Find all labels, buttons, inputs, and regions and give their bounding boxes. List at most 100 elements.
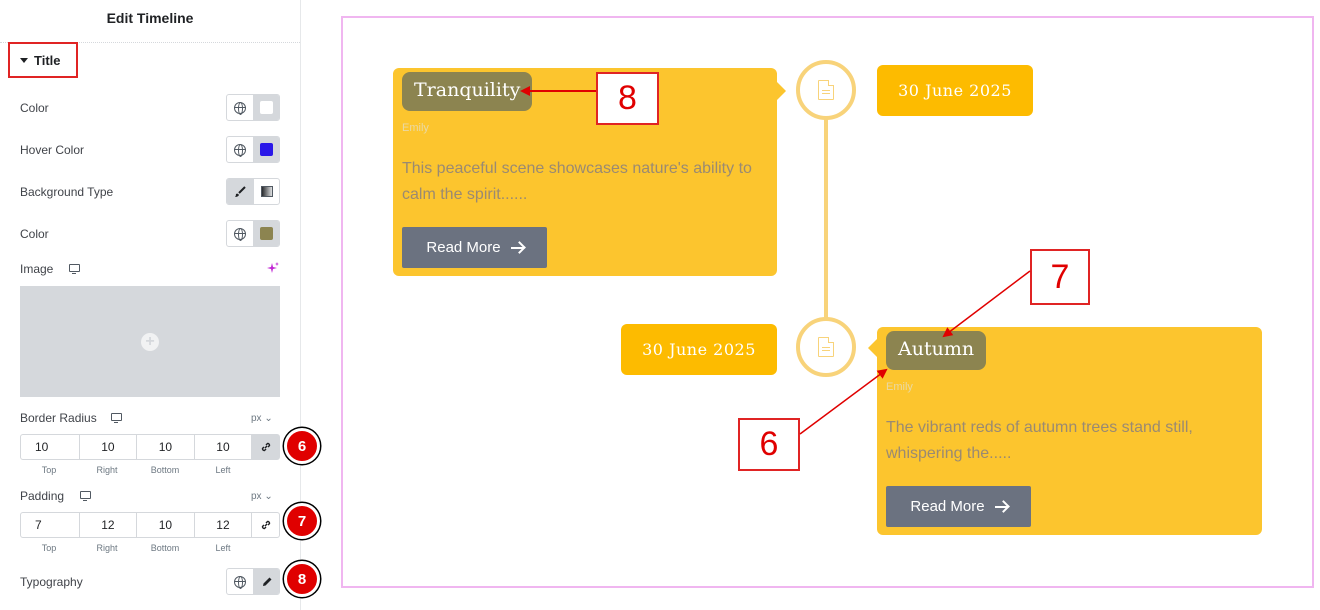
dim-label-right: Right (96, 543, 118, 553)
typography-label: Typography (20, 575, 83, 589)
dim-label-top: Top (41, 465, 57, 475)
callout-8: 8 (596, 72, 659, 125)
border-radius-bottom-input[interactable]: 10 (136, 435, 194, 459)
dim-label-bottom: Bottom (150, 465, 180, 475)
background-type-control (226, 178, 280, 205)
read-more-label: Read More (910, 498, 985, 515)
padding-bottom-input[interactable]: 10 (136, 513, 194, 537)
title-color-control (226, 94, 280, 121)
read-more-button[interactable]: Read More (886, 486, 1031, 527)
background-type-label: Background Type (20, 185, 114, 199)
padding-top-input[interactable]: 7 (35, 518, 42, 532)
arrow-right-icon (510, 246, 523, 249)
hover-color-label: Hover Color (20, 143, 85, 157)
step-badge-8: 8 (284, 561, 320, 597)
card-title[interactable]: Tranquility (402, 72, 533, 111)
border-radius-dimension-labels: Top Right Bottom Left (20, 465, 252, 475)
panel-divider (0, 42, 300, 43)
brush-icon (235, 185, 246, 197)
step-badge-6: 6 (284, 428, 320, 464)
padding-dimension-labels: Top Right Bottom Left (20, 543, 252, 553)
card-author: Emily (886, 381, 913, 393)
timeline-node-2 (796, 317, 856, 377)
background-color-control (226, 220, 280, 247)
global-typography-button[interactable] (227, 569, 253, 594)
card-text: This peaceful scene showcases nature's a… (402, 160, 752, 203)
unit-value: px (251, 491, 262, 502)
border-radius-top-input[interactable]: 10 (35, 440, 49, 454)
dim-label-right: Right (96, 465, 118, 475)
panel-title: Edit Timeline (106, 10, 194, 26)
hover-color-swatch (260, 143, 273, 156)
card-author: Emily (402, 122, 429, 134)
border-radius-unit-select[interactable]: px ⌄ (251, 413, 273, 424)
dim-label-top: Top (41, 543, 57, 553)
document-icon (818, 80, 834, 100)
image-upload-area[interactable]: + (20, 286, 280, 397)
hover-color-control (226, 136, 280, 163)
edit-typography-button[interactable] (253, 569, 279, 594)
global-color-button[interactable] (227, 95, 253, 120)
border-radius-left-input[interactable]: 10 (193, 435, 252, 459)
padding-inputs: 7 12 10 12 (20, 512, 280, 538)
dim-label-left: Left (215, 543, 231, 553)
dim-label-bottom: Bottom (150, 543, 180, 553)
add-icon: + (141, 332, 159, 351)
color-label: Color (20, 101, 49, 115)
typography-control (226, 568, 280, 595)
callout-6: 6 (738, 418, 800, 471)
border-radius-label: Border Radius (20, 411, 97, 425)
monitor-icon[interactable] (80, 491, 91, 501)
timeline-date-2: 30 June 2025 (621, 324, 777, 375)
dim-label-left: Left (215, 465, 231, 475)
padding-unit-select[interactable]: px ⌄ (251, 491, 273, 502)
border-radius-inputs: 10 10 10 10 (20, 434, 280, 460)
timeline-line (824, 118, 828, 321)
hover-color-picker[interactable] (253, 137, 279, 162)
step-badge-7: 7 (284, 503, 320, 539)
bg-color-label: Color (20, 227, 49, 241)
color-swatch (260, 101, 273, 114)
border-radius-right-input[interactable]: 10 (78, 435, 137, 459)
ai-sparkle-icon[interactable] (267, 262, 280, 275)
gradient-background-button[interactable] (253, 179, 279, 204)
link-icon (261, 442, 270, 452)
classic-background-button[interactable] (227, 179, 253, 204)
globe-icon (234, 101, 246, 115)
read-more-button[interactable]: Read More (402, 227, 547, 268)
link-icon (261, 520, 270, 530)
link-values-button[interactable] (251, 435, 280, 459)
section-label: Title (34, 52, 61, 68)
gradient-icon (260, 186, 273, 197)
monitor-icon[interactable] (111, 413, 122, 423)
title-color-picker[interactable] (253, 95, 279, 120)
image-label: Image (20, 262, 54, 276)
unit-value: px (251, 413, 262, 424)
globe-icon (234, 143, 246, 157)
document-icon (818, 337, 834, 357)
card-text: The vibrant reds of autumn trees stand s… (886, 419, 1193, 462)
link-values-button[interactable] (251, 513, 279, 537)
editor-panel: Edit Timeline Title Color Hover Color Ba… (0, 0, 320, 610)
bg-color-swatch (260, 227, 273, 240)
timeline-date-1: 30 June 2025 (877, 65, 1033, 116)
globe-icon (234, 227, 246, 241)
global-bg-color-button[interactable] (227, 221, 253, 246)
read-more-label: Read More (426, 239, 501, 256)
monitor-icon[interactable] (69, 264, 80, 274)
callout-7: 7 (1030, 249, 1090, 305)
arrow-right-icon (994, 505, 1007, 508)
padding-label: Padding (20, 489, 65, 503)
card-title[interactable]: Autumn (886, 331, 987, 370)
padding-left-input[interactable]: 12 (193, 513, 252, 537)
timeline-card-2: Autumn Emily The vibrant reds of autumn … (868, 327, 1262, 535)
edit-pen-icon (262, 577, 271, 586)
timeline-card-1: Tranquility Emily This peaceful scene sh… (393, 68, 786, 276)
padding-right-input[interactable]: 12 (78, 513, 137, 537)
bg-color-picker[interactable] (253, 221, 279, 246)
timeline-node-1 (796, 60, 856, 120)
caret-down-icon (20, 57, 28, 63)
globe-icon (234, 575, 246, 589)
global-hover-color-button[interactable] (227, 137, 253, 162)
title-section-toggle[interactable]: Title (8, 42, 78, 78)
